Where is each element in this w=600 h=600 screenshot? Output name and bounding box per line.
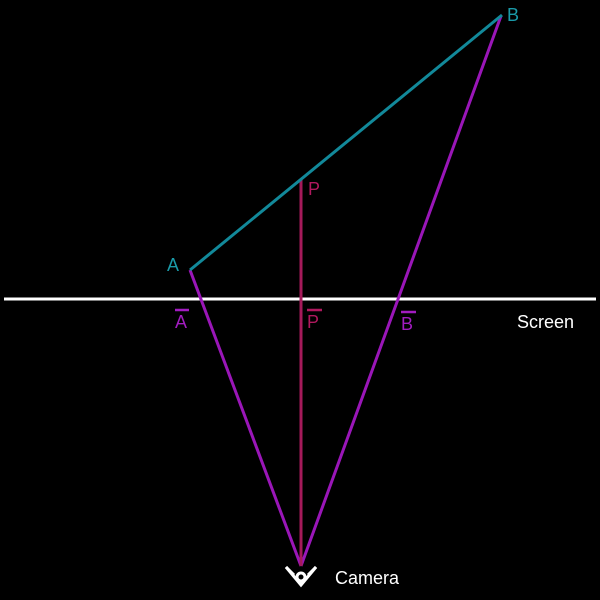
label-camera: Camera (335, 568, 400, 588)
ray-camera-b (299, 15, 503, 567)
label-proj-p: P (307, 312, 319, 332)
label-proj-b: B (401, 314, 413, 334)
label-screen: Screen (517, 312, 574, 332)
label-p: P (308, 179, 320, 199)
label-proj-a: A (175, 312, 187, 332)
segment-ab (189, 13, 503, 272)
label-b: B (507, 5, 519, 25)
label-a: A (167, 255, 179, 275)
ray-camera-a (188, 269, 303, 567)
camera-icon (284, 565, 318, 588)
